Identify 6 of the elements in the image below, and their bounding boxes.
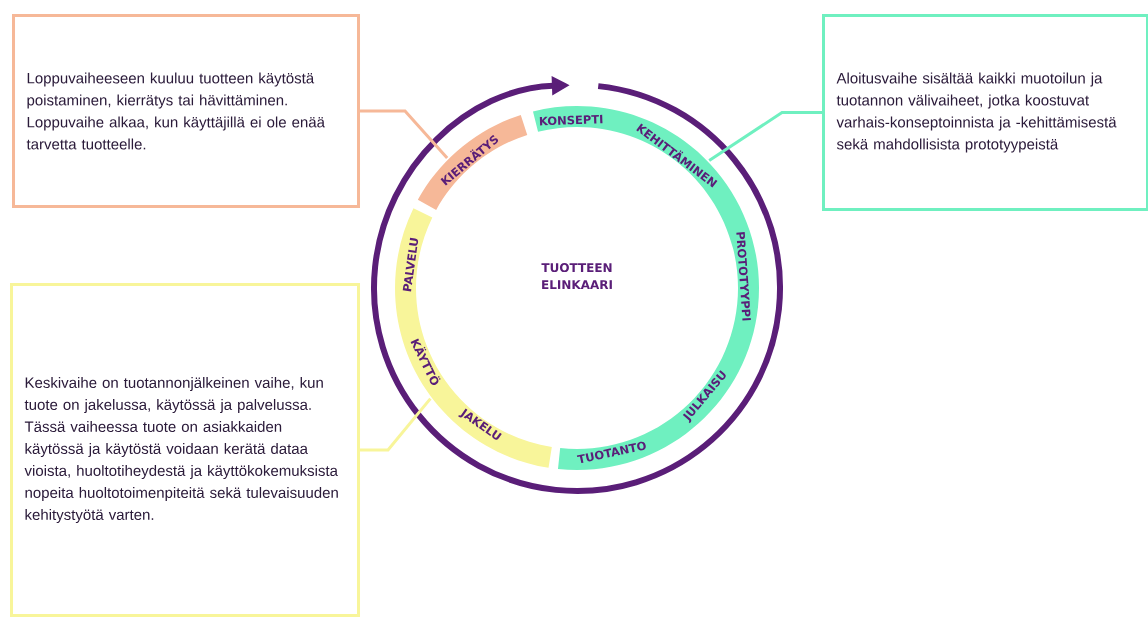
text-box: Keskivaihe on tuotannonjälkeinen vaihe, kun tuote on jakelussa, käytössä ja palvelussa. Tässä vaiheessa tuote on asiakkaiden käytössä ja käytöstä voidaan kerätä dataa vioista, huoltotiheydestä ja käyttökokemuksista nopeita huoltotoimenpiteitä sekä tulevaisuuden kehitystyötä varten.: [10, 283, 360, 617]
leader-line: [360, 397, 432, 452]
text-box: Aloitusvaihe sisältää kaikki muotoilun ja tuotannon välivaiheet, jotka koostuvat varhais-konseptoinnista ja -kehittämisestä sekä mahdollisista prototyypeistä: [822, 14, 1148, 211]
text-box: Loppuvaiheeseen kuuluu tuotteen käytöstä poistaminen, kierrätys tai hävittäminen. Loppuvaihe alkaa, kun käyttäjillä ei ole enää tarvetta tuotteelle.: [12, 14, 360, 208]
leader-line: [708, 111, 822, 162]
leader-line: [360, 109, 449, 160]
